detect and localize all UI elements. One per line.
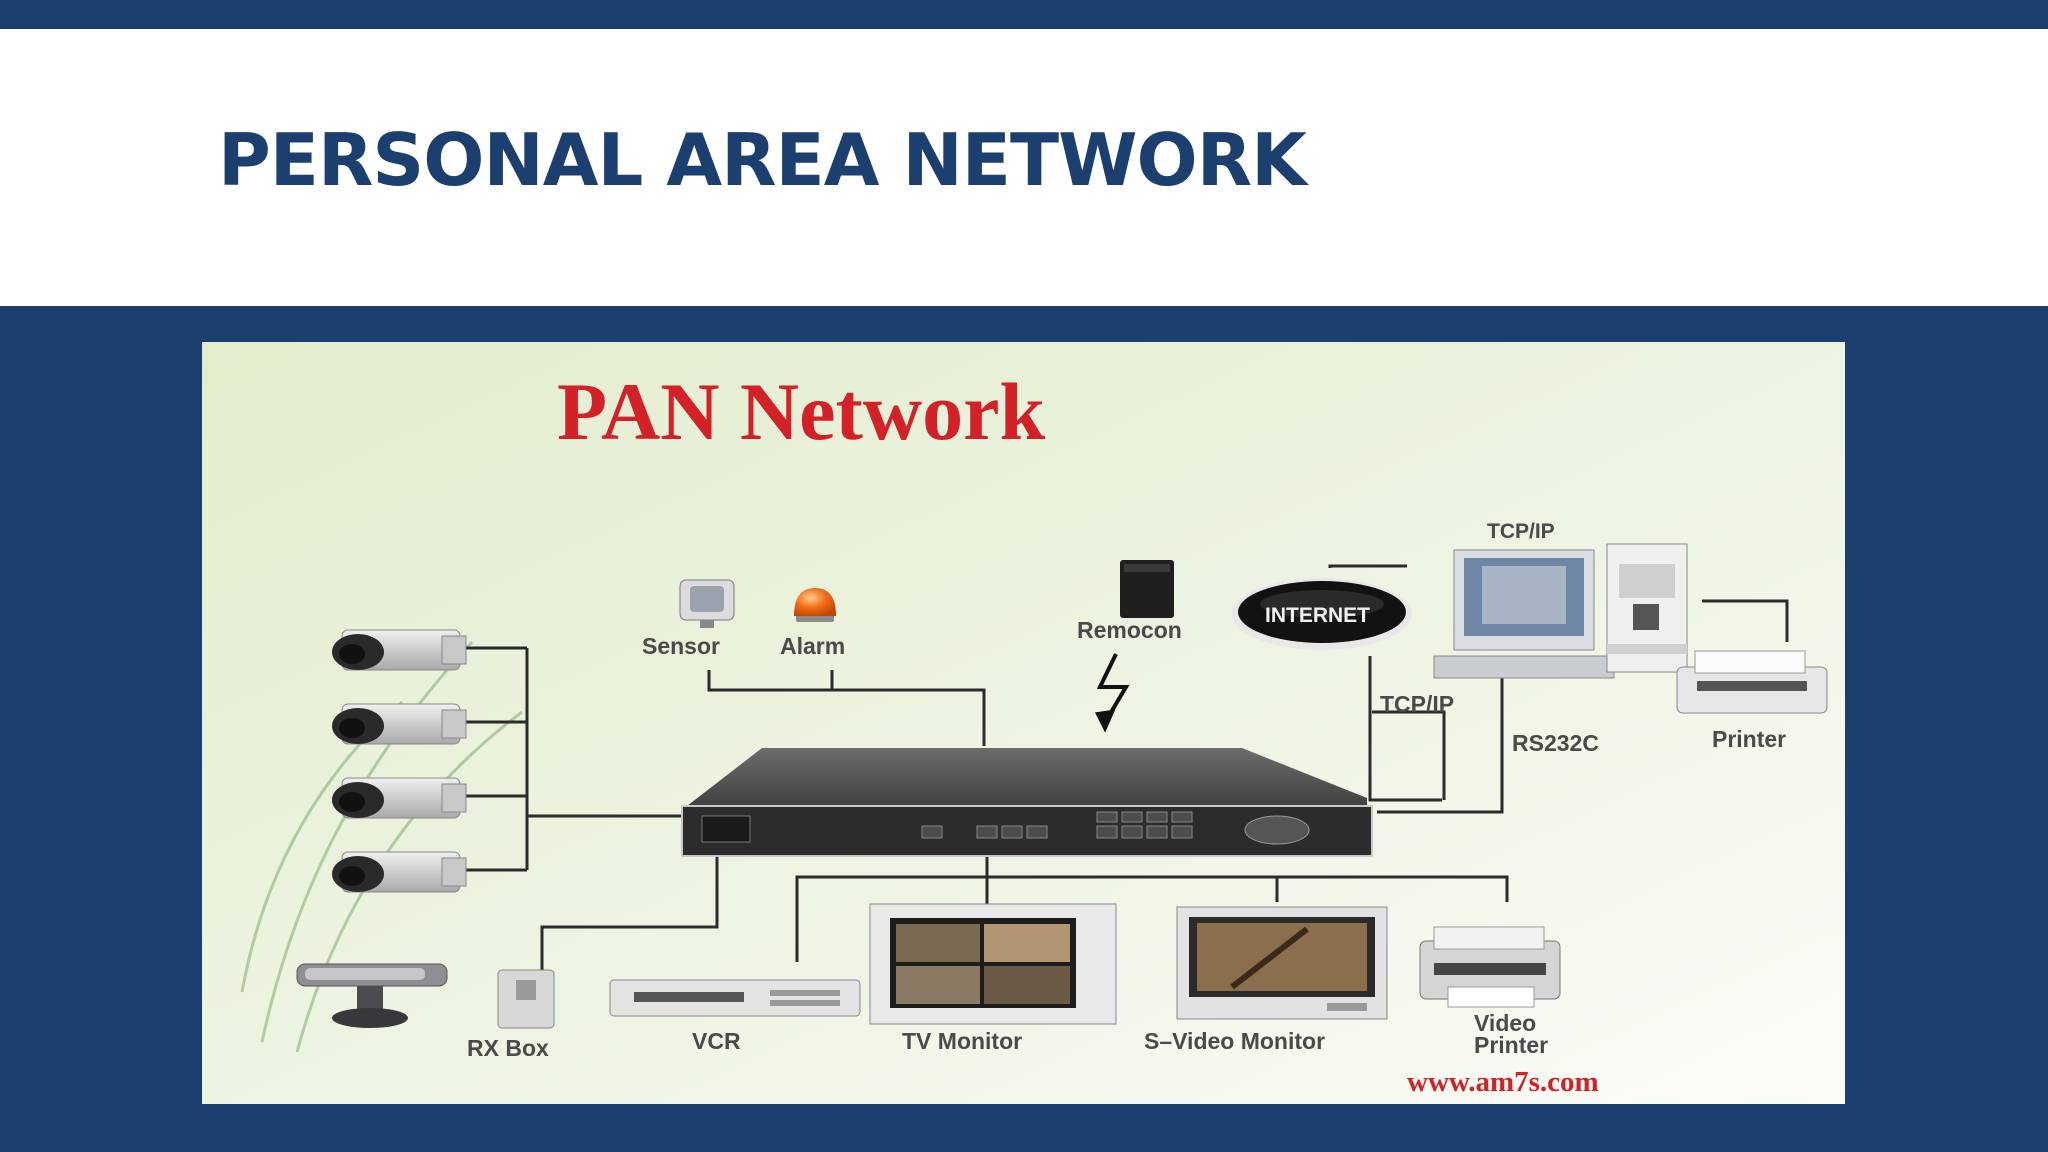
label-rx-box: RX Box [467,1035,549,1061]
connection-lines [464,564,1789,972]
vcr-icon [609,979,861,1017]
alarm-icon [794,588,836,622]
label-alarm: Alarm [780,633,845,659]
label-tv-monitor: TV Monitor [902,1028,1022,1054]
camera-2 [332,703,467,745]
remocon-icon [1120,560,1174,618]
camera-4 [332,851,467,893]
label-printer: Printer [1712,726,1786,752]
sensor-icon [679,579,735,628]
label-tcpip-top: TCP/IP [1487,520,1555,543]
label-remocon: Remocon [1077,617,1182,643]
dvr-unit-icon [681,748,1373,857]
camera-1 [332,629,467,671]
label-tcpip-mid: TCP/IP [1380,691,1454,717]
rx-box-icon [497,969,555,1029]
internet-icon [1232,578,1412,650]
label-svideo-monitor: S–Video Monitor [1144,1028,1325,1054]
ptz-camera [296,963,448,1028]
slide-title: PERSONAL AREA NETWORK [218,118,1307,202]
camera-3 [332,777,467,819]
tv-monitor-icon [869,903,1117,1025]
label-internet: INTERNET [1265,604,1370,627]
title-band [0,29,2048,306]
label-video-printer-line2: Printer [1474,1032,1548,1058]
svideo-monitor-icon [1176,906,1388,1020]
label-rs232c: RS232C [1512,730,1599,756]
diagram-heading: PAN Network [557,366,1045,457]
label-video-printer-line1: Video [1474,1010,1536,1036]
top-accent-bar [0,0,2048,29]
label-sensor: Sensor [642,633,720,659]
website-url: www.am7s.com [1407,1066,1599,1098]
wireless-signal-icon [1094,653,1130,733]
video-printer-icon [1419,926,1561,1008]
pan-network-diagram: PAN Network [202,342,1845,1104]
scanner-icon [1606,543,1688,673]
pc-icon [1433,549,1615,679]
printer-icon [1676,650,1828,714]
label-vcr: VCR [692,1028,741,1054]
